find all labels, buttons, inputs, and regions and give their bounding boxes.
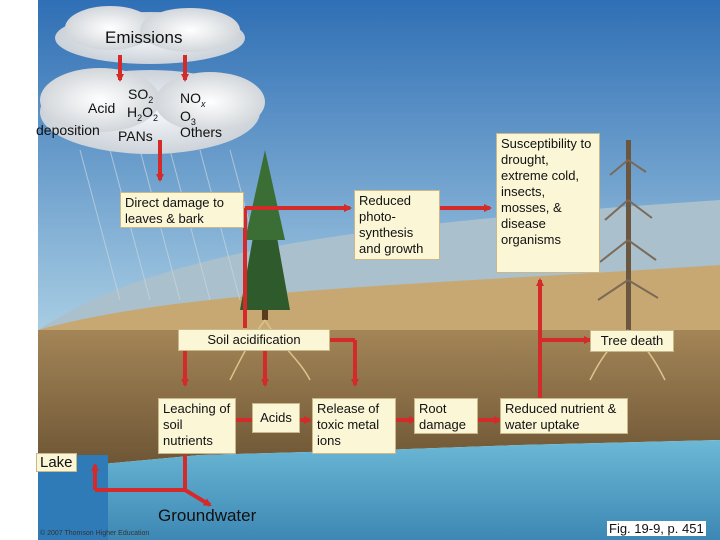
copyright: © 2007 Thomson Higher Education — [40, 530, 150, 537]
groundwater-label: Groundwater — [158, 506, 257, 525]
arrows — [91, 55, 592, 507]
nox-label: NOx — [180, 90, 206, 109]
release-toxic-metal-box: Release of toxic metal ions — [312, 398, 396, 454]
pans-label: PANs — [118, 128, 153, 144]
acids-box: Acids — [252, 403, 300, 433]
h2o2-label: H2O2 — [127, 104, 159, 123]
so2-label: SO2 — [128, 86, 154, 105]
root-damage-box: Root damage — [414, 398, 478, 434]
leaching-box: Leaching of soil nutrients — [158, 398, 236, 454]
figure-caption: Fig. 19-9, p. 451 — [607, 521, 706, 536]
acid-label: Acid — [88, 100, 116, 116]
soil-acidification-box: Soil acidification — [178, 329, 330, 351]
reduced-nutrient-box: Reduced nutrient & water uptake — [500, 398, 628, 434]
emissions-cloud — [55, 6, 245, 64]
direct-damage-box: Direct damage to leaves & bark — [120, 192, 244, 228]
hill-ground — [38, 265, 720, 330]
lake-label: Lake — [36, 453, 77, 472]
deposition-label: deposition — [36, 122, 100, 138]
deposition-cloud — [40, 68, 265, 154]
emissions-label: Emissions — [105, 28, 183, 47]
dying-tree — [597, 140, 659, 330]
tree-death-box: Tree death — [590, 330, 674, 352]
reduced-photosynthesis-box: Reduced photo-synthesis and growth — [354, 190, 440, 260]
groundwater-water — [38, 440, 720, 540]
healthy-tree — [240, 150, 290, 320]
o3-label: O3 — [180, 108, 196, 127]
susceptibility-box: Susceptibility to drought, extreme cold,… — [496, 133, 600, 273]
others-label: Others — [180, 124, 223, 140]
